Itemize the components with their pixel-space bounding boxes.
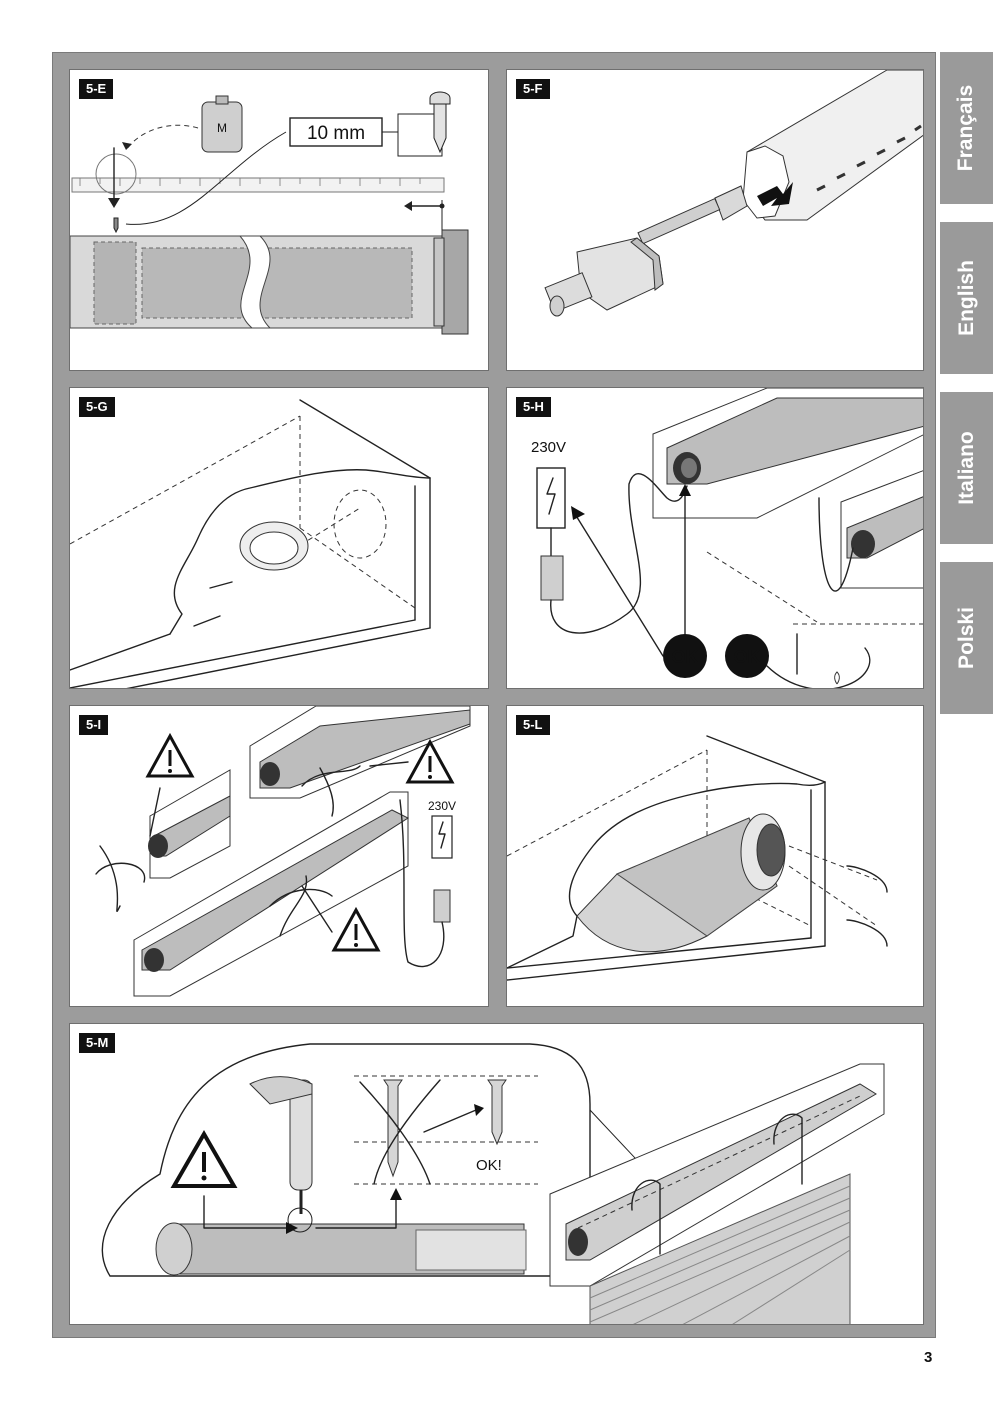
panel-5f: 5-F xyxy=(506,69,924,371)
ok-text-m: OK! xyxy=(476,1157,502,1174)
illustration-5l xyxy=(507,735,888,981)
tab-label: Italiano xyxy=(954,431,978,505)
illustration-5i: 230V xyxy=(95,706,471,997)
tab-label: Polski xyxy=(954,607,978,669)
panel-label-5m: 5-M xyxy=(79,1033,116,1053)
panel-label-5i: 5-I xyxy=(79,715,109,735)
weight-label: M xyxy=(217,121,227,135)
illustration-5m: OK! xyxy=(101,1043,885,1324)
insert-arrow xyxy=(757,182,793,206)
voltage-label-h: 230V xyxy=(531,439,566,456)
panel-label-5h: 5-H xyxy=(516,397,551,417)
tab-polski[interactable]: Polski xyxy=(940,562,993,714)
ok-badge-left: OK xyxy=(672,647,699,667)
dimension-label: 10 mm xyxy=(307,123,365,144)
tab-italiano[interactable]: Italiano xyxy=(940,392,993,544)
tab-english[interactable]: English xyxy=(940,222,993,374)
voltage-label-i: 230V xyxy=(428,799,456,813)
panel-label-5l: 5-L xyxy=(516,715,550,735)
panel-5m: 5-M OK! xyxy=(69,1023,924,1325)
illustration-5f xyxy=(544,70,923,317)
illustration-5g xyxy=(70,399,431,688)
panel-5h: 5-H 230V OK OK xyxy=(506,387,924,689)
panel-5g: 5-G xyxy=(69,387,489,689)
tab-label: English xyxy=(954,260,978,336)
panel-5l: 5-L xyxy=(506,705,924,1007)
panel-label-5e: 5-E xyxy=(79,79,114,99)
ok-badge-right: OK xyxy=(734,647,761,667)
page-frame: 5-E xyxy=(52,52,936,1338)
tab-label: Français xyxy=(954,84,978,172)
panel-label-5f: 5-F xyxy=(516,79,550,99)
page-number: 3 xyxy=(924,1349,933,1366)
illustration-5h: 230V OK OK xyxy=(531,388,923,688)
panel-5e: 5-E xyxy=(69,69,489,371)
panel-label-5g: 5-G xyxy=(79,397,115,417)
ruler-ticks xyxy=(79,178,421,186)
illustration-5e: M 10 mm xyxy=(70,91,469,335)
panel-5i: 5-I 230V xyxy=(69,705,489,1007)
tab-francais[interactable]: Français xyxy=(940,52,993,204)
